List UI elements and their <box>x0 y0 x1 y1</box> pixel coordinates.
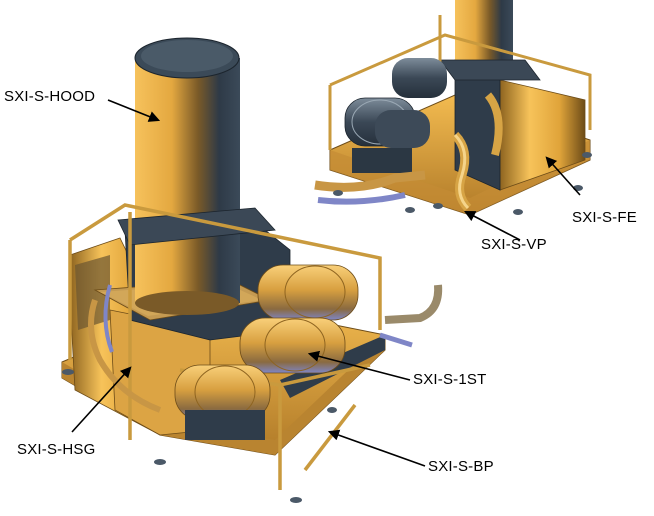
feet <box>62 369 337 503</box>
label-1st: SXI-S-1ST <box>413 371 487 388</box>
arrow-hsg <box>71 366 132 433</box>
secondary-hood-column <box>455 0 513 70</box>
instrument-view-main <box>61 37 443 503</box>
label-hsg: SXI-S-HSG <box>17 441 96 458</box>
callout-arrows <box>71 99 581 467</box>
fe-housing <box>499 79 586 191</box>
arrow-fe <box>545 156 581 196</box>
arrow-hood <box>107 99 161 122</box>
hood-cylinder <box>117 37 276 315</box>
arrow-bp <box>327 429 426 467</box>
label-fe: SXI-S-FE <box>572 209 637 226</box>
arrow-1st <box>307 350 411 381</box>
tank-1st <box>174 264 359 440</box>
label-hood: SXI-S-HOOD <box>4 88 96 105</box>
arrow-vp <box>464 210 521 241</box>
support-frame <box>68 203 382 490</box>
label-vp: SXI-S-VP <box>481 236 547 253</box>
instrument-view-secondary <box>314 0 592 216</box>
label-bp: SXI-S-BP <box>428 458 494 475</box>
secondary-tanks <box>344 58 447 173</box>
